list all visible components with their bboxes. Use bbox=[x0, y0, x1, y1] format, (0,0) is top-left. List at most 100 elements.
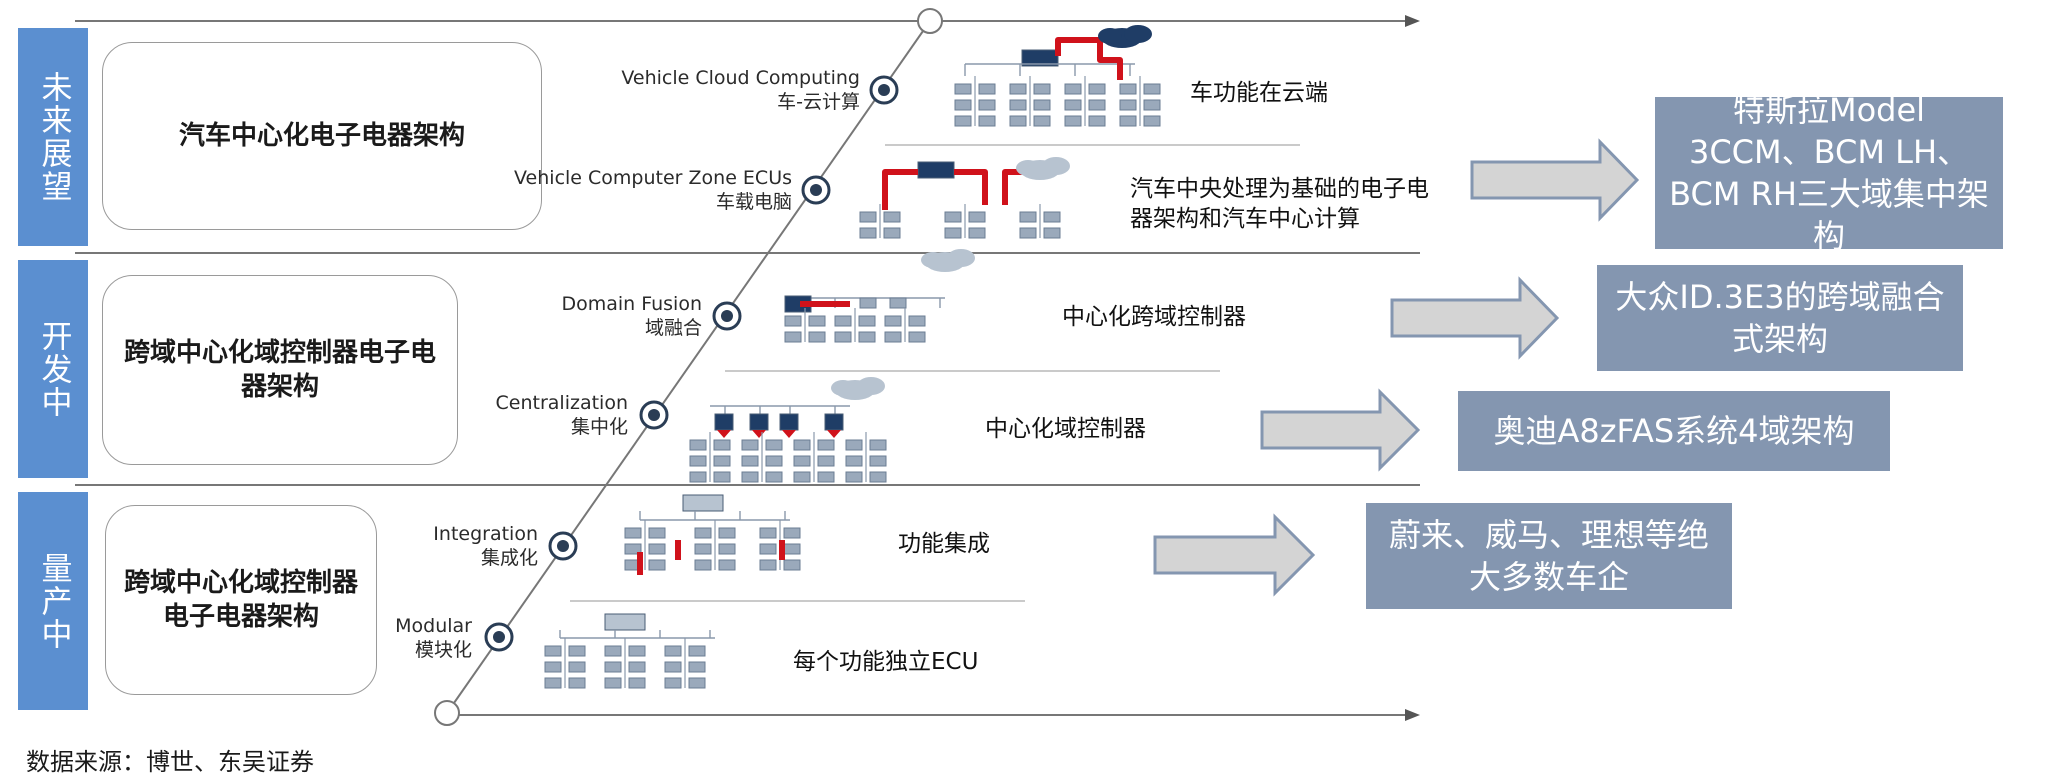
red-link bbox=[1002, 169, 1025, 205]
step-label-1: Vehicle Cloud Computing 车-云计算 bbox=[560, 66, 860, 114]
ecu-node bbox=[604, 661, 622, 673]
step-desc-1: 车功能在云端 bbox=[1190, 80, 1328, 106]
ecu-node bbox=[845, 439, 863, 451]
step-desc-3: 中心化跨域控制器 bbox=[1062, 304, 1246, 330]
ecu-node bbox=[1033, 115, 1051, 127]
ecu-node bbox=[765, 455, 783, 467]
step-label-2: Vehicle Computer Zone ECUs 车载电脑 bbox=[510, 166, 792, 214]
ecu-node bbox=[1088, 115, 1106, 127]
ecu-node bbox=[954, 99, 972, 111]
ecu-node bbox=[883, 227, 901, 239]
ecu-node bbox=[604, 645, 622, 657]
block-arrow-3 bbox=[1260, 388, 1421, 472]
cloud-icon-light bbox=[1042, 157, 1070, 175]
step-label-1-en: Vehicle Cloud Computing bbox=[621, 67, 860, 89]
domain-controller-node bbox=[824, 413, 844, 431]
ecu-node bbox=[817, 439, 835, 451]
cloud-icon-light bbox=[947, 249, 975, 267]
stage-label-production: 量产中 bbox=[18, 492, 88, 710]
step-label-1-zh: 车-云计算 bbox=[777, 91, 860, 113]
ecu-node bbox=[908, 331, 926, 343]
ecu-node bbox=[718, 559, 736, 571]
ecu-node bbox=[648, 559, 666, 571]
ecu-node bbox=[694, 527, 712, 539]
ecu-node bbox=[1033, 99, 1051, 111]
step-label-6-zh: 模块化 bbox=[414, 639, 472, 661]
start-node bbox=[434, 700, 460, 726]
ecu-node bbox=[759, 559, 777, 571]
architecture-box-development: 跨域中心化域控制器电子电器架构 bbox=[102, 275, 458, 465]
step-label-4: Centralization 集中化 bbox=[400, 391, 628, 439]
ecu-node bbox=[568, 645, 586, 657]
ecu-node bbox=[884, 315, 902, 327]
ecu-node bbox=[648, 527, 666, 539]
cloud-icon-light bbox=[1016, 160, 1040, 176]
red-marker bbox=[827, 430, 841, 438]
ecu-node bbox=[741, 455, 759, 467]
ecu-node bbox=[845, 455, 863, 467]
bottom-axis-arrowhead bbox=[1405, 709, 1420, 721]
ecu-node bbox=[741, 471, 759, 483]
ecu-node bbox=[858, 331, 876, 343]
ecu-node bbox=[784, 315, 802, 327]
ecu-node bbox=[624, 543, 642, 555]
ecu-node bbox=[694, 543, 712, 555]
ecu-node bbox=[1143, 115, 1161, 127]
step-label-4-zh: 集中化 bbox=[570, 416, 628, 438]
ecu-node bbox=[688, 645, 706, 657]
red-link bbox=[882, 169, 918, 210]
ecu-node bbox=[1064, 115, 1082, 127]
domain-controller-node bbox=[749, 413, 769, 431]
gateway-node bbox=[682, 494, 724, 512]
ecu-node bbox=[604, 677, 622, 689]
step-label-6-en: Modular bbox=[395, 615, 472, 637]
stage-label-development: 开发中 bbox=[18, 260, 88, 478]
ecu-node bbox=[783, 559, 801, 571]
ecu-node bbox=[1043, 227, 1061, 239]
ecu-node bbox=[954, 115, 972, 127]
central-computer-node bbox=[1021, 49, 1059, 67]
gateway-node bbox=[604, 613, 646, 631]
ecu-node bbox=[1143, 83, 1161, 95]
ecu-node bbox=[759, 527, 777, 539]
ecu-node bbox=[765, 471, 783, 483]
red-link bbox=[1055, 37, 1123, 80]
ecu-node bbox=[978, 115, 996, 127]
red-marker bbox=[717, 430, 731, 438]
step-dot-4 bbox=[639, 400, 669, 430]
ecu-node bbox=[834, 315, 852, 327]
cloud-icon-light bbox=[857, 377, 885, 395]
end-node bbox=[917, 8, 943, 34]
ecu-node bbox=[783, 543, 801, 555]
ecu-node bbox=[664, 645, 682, 657]
cloud-icon-light bbox=[831, 380, 855, 396]
ecu-node bbox=[664, 661, 682, 673]
ecu-node bbox=[834, 331, 852, 343]
ecu-node bbox=[869, 439, 887, 451]
topology-illustrations bbox=[544, 25, 1161, 689]
ecu-node bbox=[689, 471, 707, 483]
ecu-node bbox=[869, 471, 887, 483]
ecu-node bbox=[544, 645, 562, 657]
step-label-6: Modular 模块化 bbox=[330, 614, 472, 662]
ecu-node bbox=[544, 677, 562, 689]
top-axis-arrowhead bbox=[1405, 15, 1420, 27]
block-arrow-1 bbox=[1470, 138, 1640, 222]
step-dot-3 bbox=[712, 301, 742, 331]
ecu-node bbox=[688, 677, 706, 689]
step-desc-5: 功能集成 bbox=[898, 531, 990, 557]
ecu-node bbox=[688, 661, 706, 673]
ecu-node bbox=[883, 211, 901, 223]
step-dot-1 bbox=[869, 75, 899, 105]
step-dot-5 bbox=[548, 531, 578, 561]
ecu-node bbox=[793, 455, 811, 467]
step-label-3-zh: 域融合 bbox=[644, 317, 702, 339]
ecu-node bbox=[1043, 211, 1061, 223]
ecu-node bbox=[1033, 83, 1051, 95]
ecu-node bbox=[713, 439, 731, 451]
ecu-node bbox=[648, 543, 666, 555]
ecu-node bbox=[954, 83, 972, 95]
red-marker bbox=[782, 430, 796, 438]
ecu-node bbox=[793, 439, 811, 451]
